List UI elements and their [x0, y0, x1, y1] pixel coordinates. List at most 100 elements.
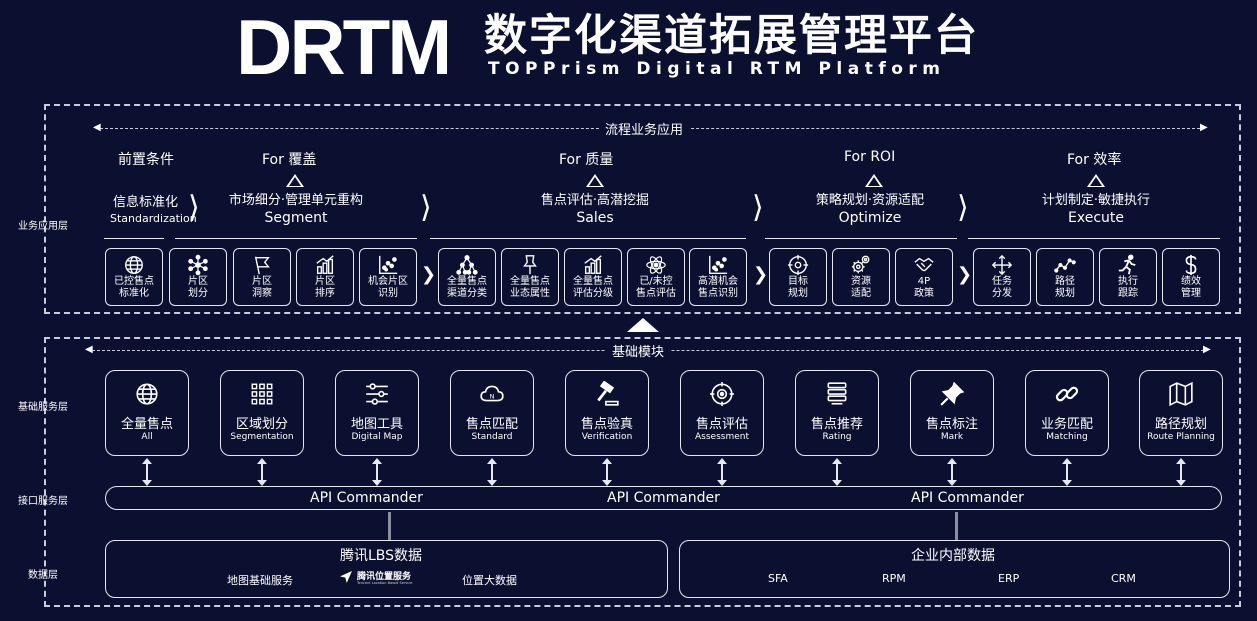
connector-arrow — [947, 458, 957, 486]
internal-data-item: CRM — [1111, 572, 1136, 585]
route-icon — [1054, 258, 1076, 273]
module-label: 售点匹配 — [465, 417, 518, 432]
map-basic-service: 地图基础服务 — [227, 574, 293, 587]
globe-icon — [125, 256, 143, 274]
tencent-lbs-title: 腾讯LBS数据 — [340, 548, 423, 564]
tile-label: 标准化 — [119, 288, 149, 299]
module-label: 业务匹配 — [1040, 417, 1093, 432]
tile-label: 规划 — [788, 288, 808, 299]
tile-execution-tracking[interactable]: 执行 跟踪 — [1099, 248, 1157, 306]
module-mark[interactable]: 售点标注 Mark — [910, 370, 994, 456]
module-label-en: Standard — [471, 432, 513, 442]
module-segmentation[interactable]: 区域划分 Segmentation — [220, 370, 304, 456]
category-desc: 售点评估·高潜挖掘 — [540, 193, 650, 208]
module-label-en: Segmentation — [230, 432, 294, 442]
tile-grading[interactable]: 全量售点 评估分级 — [564, 248, 622, 306]
network-icon — [188, 254, 208, 276]
target-icon — [787, 254, 809, 276]
group-underline — [430, 238, 746, 239]
connector-arrow — [372, 458, 382, 486]
globe-icon — [136, 383, 158, 405]
tile-label: 路径 — [1055, 276, 1075, 287]
list-icon — [827, 382, 847, 405]
tile-4p-policy[interactable]: 4P 政策 — [895, 248, 953, 306]
tile-area-ranking[interactable]: 片区 排序 — [296, 248, 354, 306]
module-digital-map[interactable]: 地图工具 Digital Map — [335, 370, 419, 456]
page-subtitle: TOPPrism Digital RTM Platform — [488, 59, 946, 79]
chevron-right-icon: ❯ — [957, 264, 973, 285]
module-label: 地图工具 — [350, 417, 403, 432]
module-verification[interactable]: 售点验真 Verification — [565, 370, 649, 456]
arrow-left-icon: ◀ — [85, 344, 93, 355]
tile-performance[interactable]: 绩效 管理 — [1162, 248, 1220, 306]
precondition-label: 前置条件 — [118, 152, 174, 168]
chevron-right-icon: ❯ — [753, 264, 769, 285]
bar-chart-icon — [316, 255, 334, 274]
tile-label: 洞察 — [252, 288, 272, 299]
module-label-en: Rating — [822, 432, 852, 442]
triangle-icon — [1087, 174, 1105, 187]
tile-channel-classification[interactable]: 全量售点 渠道分类 — [438, 248, 496, 306]
tile-format-attributes[interactable]: 全量售点 业态属性 — [501, 248, 559, 306]
chevron-right-icon: ⟩ — [957, 190, 969, 225]
tile-area-insight[interactable]: 片区 洞察 — [233, 248, 291, 306]
svg-text:N: N — [490, 392, 495, 400]
tile-target-planning[interactable]: 目标 规划 — [769, 248, 827, 306]
tile-resource-fit[interactable]: 资源 适配 — [832, 248, 890, 306]
module-assessment[interactable]: 售点评估 Assessment — [680, 370, 764, 456]
module-label: 售点评估 — [695, 417, 748, 432]
tile-area-division[interactable]: 片区 划分 — [169, 248, 227, 306]
tencent-logo-text: 腾讯位置服务 — [357, 572, 412, 582]
module-matching[interactable]: 业务匹配 Matching — [1025, 370, 1109, 456]
group-underline — [968, 238, 1220, 239]
tile-high-potential[interactable]: 高潜机会 售点识别 — [689, 248, 747, 306]
tile-label: 分发 — [992, 288, 1012, 299]
category-for: For 质量 — [559, 152, 614, 168]
layer-label-base: 基础服务层 — [18, 402, 68, 413]
tile-label: 片区 — [188, 276, 208, 287]
internal-data-item: SFA — [768, 572, 788, 585]
tencent-logo-subtext: Tencent Location Based Service — [357, 581, 413, 585]
bar-chart-icon — [584, 255, 602, 274]
category-desc: 计划制定·敏捷执行 — [1041, 193, 1151, 208]
tile-standardized-outlets[interactable]: 已控售点 标准化 — [105, 248, 163, 306]
tencent-lbs-box — [105, 540, 668, 598]
scatter-chart-icon — [379, 255, 398, 274]
runner-icon — [1118, 254, 1136, 275]
link-icon — [1055, 386, 1079, 402]
module-rating[interactable]: 售点推荐 Rating — [795, 370, 879, 456]
category-for: For 覆盖 — [262, 152, 317, 168]
connector-line — [955, 512, 958, 540]
dollar-icon — [1185, 254, 1197, 276]
connector-arrow — [602, 458, 612, 486]
tile-controlled-evaluation[interactable]: 已/未控 售点评估 — [627, 248, 685, 306]
module-route-planning[interactable]: 路径规划 Route Planning — [1139, 370, 1223, 456]
module-label-en: Assessment — [695, 432, 749, 442]
grid-icon — [251, 383, 273, 405]
tile-label: 目标 — [788, 276, 808, 287]
category-desc: 市场细分·管理单元重构 — [228, 193, 364, 208]
chevron-right-icon: ⟩ — [188, 190, 200, 225]
module-all-outlets[interactable]: 全量售点 All — [105, 370, 189, 456]
tile-route-planning[interactable]: 路径 规划 — [1036, 248, 1094, 306]
group-underline — [765, 238, 957, 239]
chevron-right-icon: ⟩ — [752, 190, 764, 225]
base-modules-title: 基础模块 — [606, 341, 671, 360]
internal-data-item: RPM — [882, 572, 906, 585]
tile-label: 全量售点 — [447, 276, 487, 287]
module-label: 全量售点 — [120, 417, 173, 432]
tile-opportunity-area[interactable]: 机会片区 识别 — [359, 248, 417, 306]
location-arrow-icon — [340, 571, 352, 583]
group-underline — [104, 238, 164, 239]
module-standard[interactable]: N 售点匹配 Standard — [450, 370, 534, 456]
location-big-data: 位置大数据 — [462, 574, 517, 587]
atom-icon — [646, 256, 666, 274]
tile-label: 全量售点 — [573, 276, 613, 287]
logo: DRTM — [236, 3, 452, 91]
connector-arrow — [1176, 458, 1186, 486]
chevron-right-icon: ❯ — [421, 264, 437, 285]
connector-arrow — [717, 458, 727, 486]
tile-task-dispatch[interactable]: 任务 分发 — [973, 248, 1031, 306]
arrow-left-icon: ◀ — [93, 122, 101, 133]
triangle-icon — [286, 174, 304, 187]
